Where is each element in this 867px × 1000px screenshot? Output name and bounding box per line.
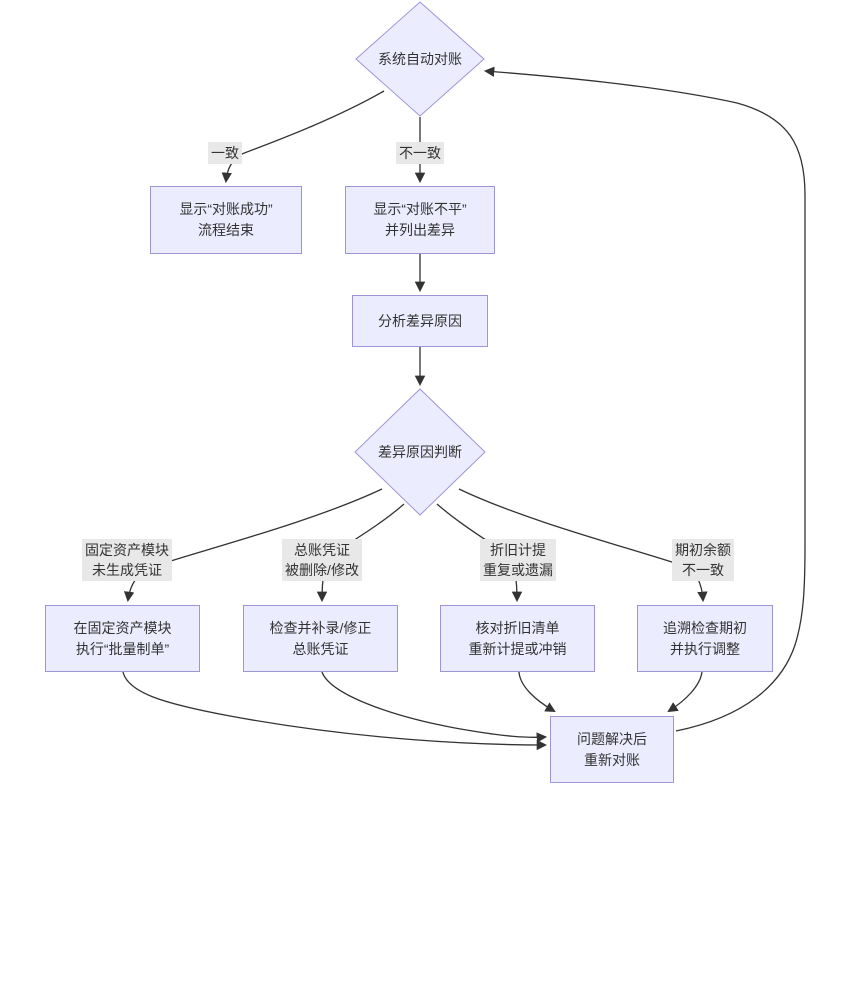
node-show-unbalanced-line2: 并列出差异 <box>385 222 455 238</box>
node-fix-opening-balance-line1: 追溯检查期初 <box>663 619 747 636</box>
edge-retry-loop-back <box>483 66 806 732</box>
decision-auto-recon-shape <box>355 1 485 117</box>
decision-judge-label: 差异原因判断 <box>378 444 462 460</box>
edge-label-cause-gl-voucher-line1: 总账凭证 <box>293 542 350 558</box>
edge-depreciation-to-retry <box>518 671 556 713</box>
node-fix-gl-voucher: 检查并补录/修正 总账凭证 <box>243 605 398 672</box>
node-show-success: 显示“对账成功” 流程结束 <box>150 186 302 254</box>
node-show-unbalanced-line1: 显示“对账不平” <box>373 201 467 217</box>
node-fix-fixed-assets-line2: 执行“批量制单” <box>75 640 170 657</box>
edge-fixed-assets-to-retry <box>122 671 548 751</box>
node-retry-recon-line2: 重新对账 <box>584 751 640 768</box>
decision-judge-shape <box>354 388 486 516</box>
edge-label-mismatch-text: 不一致 <box>399 145 441 161</box>
edge-match <box>221 90 385 184</box>
edge-label-cause-gl-voucher-line2: 被删除/修改 <box>285 562 359 578</box>
edge-label-cause-depreciation-line2: 重复或遗漏 <box>483 562 553 578</box>
edge-gl-voucher-to-retry <box>321 671 548 743</box>
edge-label-cause-depreciation-line1: 折旧计提 <box>490 542 546 558</box>
node-fix-gl-voucher-line1: 检查并补录/修正 <box>269 619 372 636</box>
node-show-unbalanced: 显示“对账不平” 并列出差异 <box>345 186 495 254</box>
edge-label-cause-fixed-assets-line1: 固定资产模块 <box>85 542 169 558</box>
edge-label-mismatch: 不一致 <box>396 142 444 164</box>
edge-label-cause-opening-balance: 期初余额 不一致 <box>672 539 734 581</box>
node-fix-depreciation-line1: 核对折旧清单 <box>475 619 560 636</box>
node-fix-fixed-assets-line1: 在固定资产模块 <box>73 619 172 636</box>
edge-label-cause-fixed-assets: 固定资产模块 未生成凭证 <box>82 539 172 581</box>
edge-cause-fixed-assets <box>123 488 383 603</box>
edge-label-cause-fixed-assets-line2: 未生成凭证 <box>92 562 162 578</box>
node-retry-recon-line1: 问题解决后 <box>577 730 647 747</box>
decision-auto-recon-label: 系统自动对账 <box>378 51 462 67</box>
node-show-success-line2: 流程结束 <box>198 222 254 238</box>
node-analyze: 分析差异原因 <box>352 295 488 347</box>
node-fix-opening-balance: 追溯检查期初 并执行调整 <box>637 605 773 672</box>
edge-label-cause-opening-balance-line1: 期初余额 <box>675 542 731 558</box>
node-fix-opening-balance-line2: 并执行调整 <box>670 640 740 657</box>
decision-auto-recon: 系统自动对账 <box>356 38 484 80</box>
decision-judge: 差异原因判断 <box>355 431 485 473</box>
edge-label-match: 一致 <box>208 142 242 164</box>
edge-cause-opening-balance <box>458 488 708 603</box>
edge-label-cause-gl-voucher: 总账凭证 被删除/修改 <box>282 539 362 581</box>
node-fix-gl-voucher-line2: 总账凭证 <box>292 640 349 657</box>
node-fix-depreciation: 核对折旧清单 重新计提或冲销 <box>440 605 595 672</box>
edge-label-match-text: 一致 <box>211 145 239 161</box>
node-retry-recon: 问题解决后 重新对账 <box>550 716 674 783</box>
edge-label-cause-opening-balance-line2: 不一致 <box>682 562 724 578</box>
node-analyze-label: 分析差异原因 <box>378 312 462 329</box>
node-show-success-line1: 显示“对账成功” <box>179 201 273 217</box>
node-fix-fixed-assets: 在固定资产模块 执行“批量制单” <box>45 605 200 672</box>
node-fix-depreciation-line2: 重新计提或冲销 <box>468 640 567 657</box>
edge-opening-balance-to-retry <box>667 671 703 713</box>
edge-label-cause-depreciation: 折旧计提 重复或遗漏 <box>480 539 556 581</box>
